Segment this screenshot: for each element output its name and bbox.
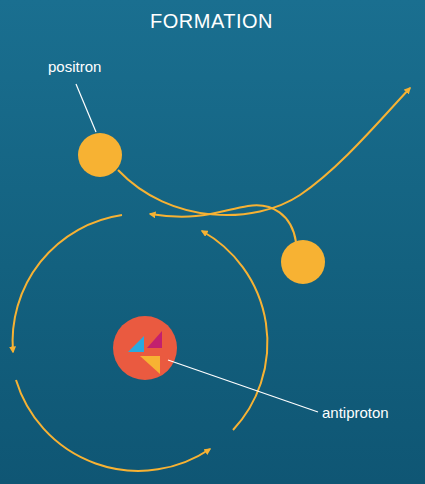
positron-path — [118, 88, 410, 215]
quark-triangle — [147, 331, 162, 348]
particle-label: positron — [48, 58, 101, 75]
diagram-title: FORMATION — [150, 10, 273, 33]
positron-particle — [78, 133, 122, 177]
orbit-arc — [13, 215, 122, 352]
positron-path — [150, 205, 296, 242]
quark-triangle — [140, 356, 160, 374]
particle-label: antiproton — [322, 404, 389, 421]
positron-particle — [281, 240, 325, 284]
antiproton-particle — [113, 316, 177, 380]
leader-line — [76, 84, 96, 132]
quark-triangle — [128, 336, 144, 352]
orbit-arc — [16, 380, 210, 471]
orbit-arc — [202, 231, 267, 430]
leader-line — [168, 360, 318, 412]
